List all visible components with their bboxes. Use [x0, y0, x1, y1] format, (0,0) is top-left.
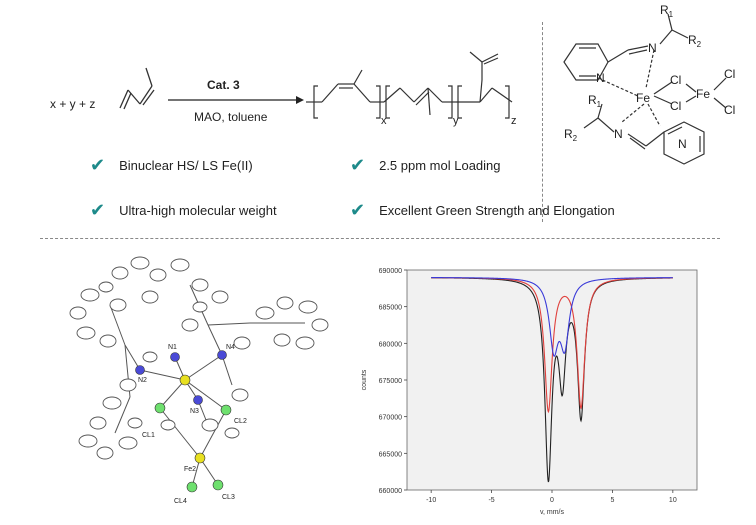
y-tick-label: 670000: [379, 415, 402, 422]
x-tick-label: 5: [610, 497, 614, 504]
subscript-x: x: [381, 115, 387, 127]
crystal-bonds: [109, 284, 305, 488]
reaction-scheme: x + y + z Cat. 3 MAO, toluene: [0, 0, 540, 140]
conditions-label: MAO, toluene: [194, 110, 268, 124]
crystal-label-cl3: CL3: [222, 494, 235, 501]
x-axis-label: v, mm/s: [540, 509, 564, 516]
crystal-label-n2: N2: [138, 377, 147, 384]
check-icon: ✔: [350, 155, 366, 175]
subscript-y: y: [453, 115, 459, 127]
feature-item-4: ✔ Excellent Green Strength and Elongatio…: [350, 201, 615, 219]
complex-cl-a: Cl: [670, 73, 681, 87]
feature-text: 2.5 ppm mol Loading: [379, 157, 501, 173]
crystal-label-n4: N4: [226, 344, 235, 351]
fe-complex-svg: N N R1 R2 Fe Cl Cl Fe Cl Cl R1 R2 N N: [563, 3, 735, 165]
y-axis-label: counts: [361, 369, 368, 390]
x-tick-label: 0: [550, 497, 554, 504]
x-tick-label: -5: [488, 497, 494, 504]
complex-n-py-bot: N: [678, 137, 687, 151]
check-icon: ✔: [90, 155, 106, 175]
y-tick-label: 665000: [379, 451, 402, 458]
crystal-structure: N1 N2 N3 N4 CL1 CL2 Fe2 CL4 CL3: [50, 245, 350, 520]
crystal-label-cl4: CL4: [174, 498, 187, 505]
crystal-label-n1: N1: [168, 344, 177, 351]
subscript-z: z: [511, 115, 517, 127]
reaction-arrowhead: [296, 96, 304, 104]
complex-n-imine-bot: N: [614, 127, 623, 141]
complex-r1-bot: R1: [588, 93, 602, 109]
polymer-structure: [306, 51, 513, 119]
y-tick-label: 680000: [379, 341, 402, 348]
x-tick-label: 10: [669, 497, 677, 504]
y-tick-label: 685000: [379, 305, 402, 312]
catalyst-label: Cat. 3: [207, 78, 240, 92]
complex-r1-top: R1: [660, 3, 674, 19]
crystal-atoms: [69, 256, 329, 460]
feature-item-2: ✔ 2.5 ppm mol Loading: [350, 156, 501, 174]
complex-r2-top: R2: [688, 33, 702, 49]
feature-text: Ultra-high molecular weight: [119, 202, 277, 218]
feature-text: Excellent Green Strength and Elongation: [379, 202, 615, 218]
reactant-label: x + y + z: [50, 97, 95, 111]
y-tick-label: 675000: [379, 378, 402, 385]
feature-item-1: ✔ Binuclear HS/ LS Fe(II): [90, 156, 253, 174]
mossbauer-chart-svg: 660000 665000 670000 675000 680000 685000 6900…: [361, 268, 698, 516]
crystal-label-cl1: CL1: [142, 432, 155, 439]
complex-fe1: Fe: [636, 91, 650, 105]
y-tick-label: 690000: [379, 268, 402, 275]
check-icon: ✔: [90, 200, 106, 220]
crystal-heteroatoms: [135, 350, 232, 493]
crystal-label-fe2: Fe2: [184, 466, 196, 473]
feature-text: Binuclear HS/ LS Fe(II): [119, 157, 253, 173]
vertical-divider: [542, 22, 543, 222]
x-tick-label: -10: [426, 497, 436, 504]
complex-cl-b: Cl: [670, 99, 681, 113]
plot-area: [406, 269, 698, 491]
feature-item-3: ✔ Ultra-high molecular weight: [90, 201, 277, 219]
mossbauer-chart: 660000 665000 670000 675000 680000 685000 6900…: [352, 262, 712, 520]
complex-cl-d: Cl: [724, 103, 735, 117]
check-icon: ✔: [350, 200, 366, 220]
complex-r2-bot: R2: [564, 127, 578, 143]
horizontal-divider: [40, 238, 720, 239]
reaction-svg: x + y + z Cat. 3 MAO, toluene: [50, 51, 517, 127]
complex-fe2: Fe: [696, 87, 710, 101]
complex-n-imine-top: N: [648, 41, 657, 55]
crystal-svg: N1 N2 N3 N4 CL1 CL2 Fe2 CL4 CL3: [69, 256, 329, 505]
fe-complex-structure: N N R1 R2 Fe Cl Cl Fe Cl Cl R1 R2 N N: [550, 0, 756, 230]
series-line-3: [431, 277, 673, 357]
complex-cl-c: Cl: [724, 67, 735, 81]
crystal-label-cl2: CL2: [234, 418, 247, 425]
complex-n-py-top: N: [596, 71, 605, 85]
crystal-label-n3: N3: [190, 408, 199, 415]
isoprene-structure: [119, 67, 155, 110]
y-tick-label: 660000: [379, 488, 402, 495]
